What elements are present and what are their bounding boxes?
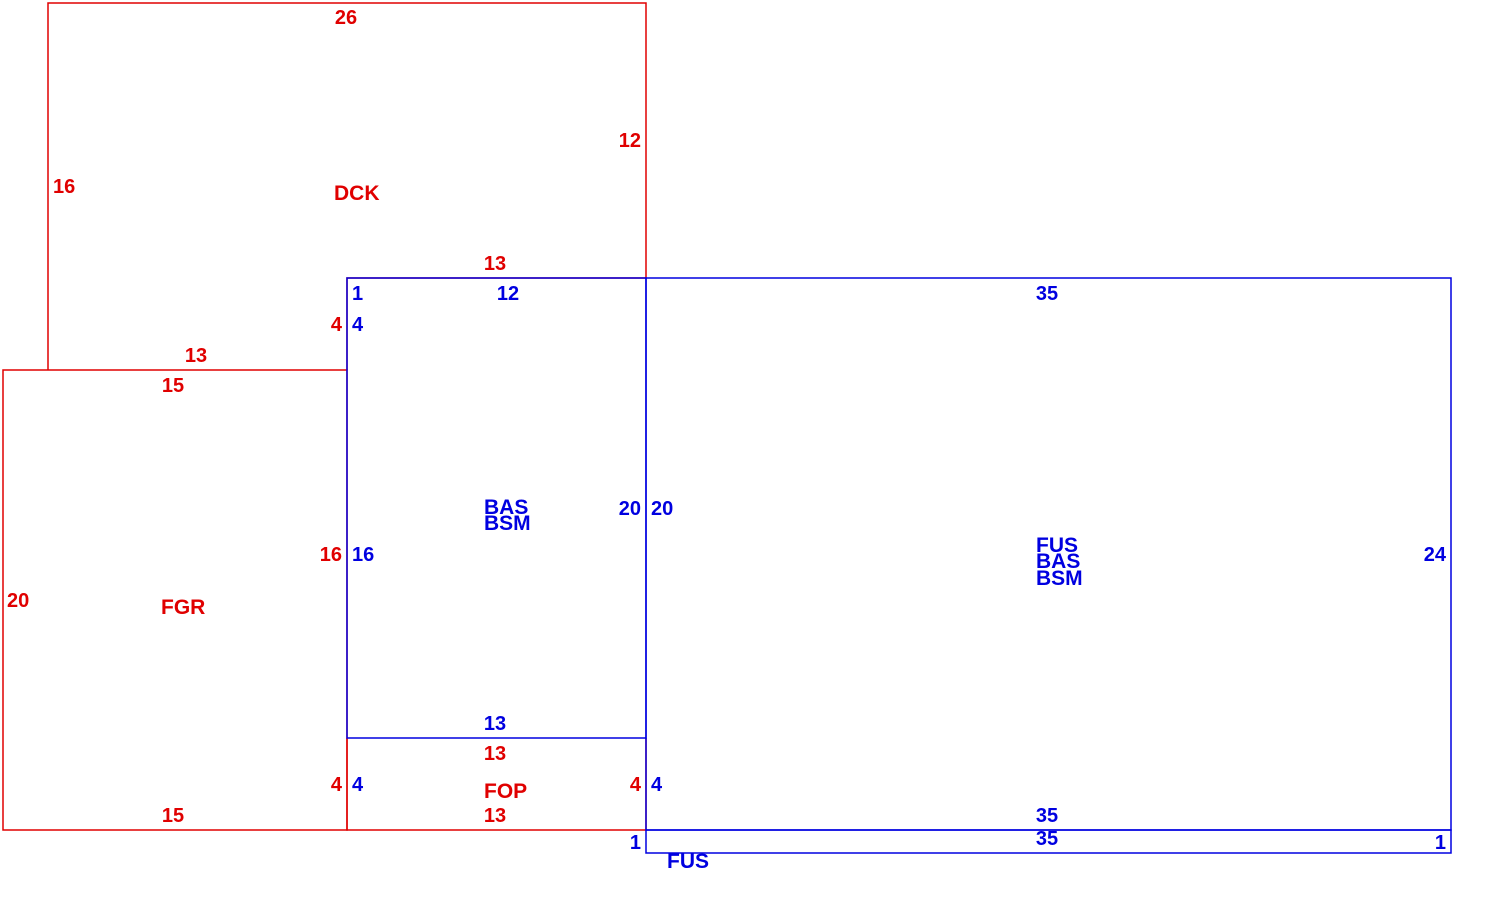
dck-area-label: DCK [334,182,380,205]
fgr-top-dimension: 15 [162,375,184,397]
fgr-area-label: FGR [161,596,205,619]
fgr-bottom-dimension: 15 [162,805,184,827]
dck-right-dimension: 12 [619,130,641,152]
bas-left-bottom-dimension: 4 [352,774,364,796]
main-left-bottom-dimension: 4 [651,774,663,796]
bas-left-top-dimension: 4 [352,314,364,336]
dck-bottom-inner-dimension: 13 [484,253,506,275]
fus-top-dimension: 35 [1036,828,1058,850]
bas-top-short-dimension: 1 [352,283,363,305]
bas-bottom-dimension: 13 [484,713,506,735]
dck-top-dimension: 26 [335,7,357,29]
dck-bottom-left-dimension: 13 [185,345,207,367]
fus-strip-outline [645,829,1452,854]
bas-top-dimension: 12 [497,283,519,305]
main-bottom-dimension: 35 [1036,805,1058,827]
fgr-left-dimension: 20 [7,590,29,612]
fop-area-label: FOP [484,780,527,803]
bas-right-dimension: 20 [619,498,641,520]
bas-center-area-label: BAS [484,496,528,519]
fgr-step-dimension: 4 [331,774,343,796]
bas-left-dimension: 16 [352,544,374,566]
fus-main-area-label: FUS [1036,534,1078,557]
fop-top-dimension: 13 [484,743,506,765]
fop-right-dimension: 4 [630,774,642,796]
dck-left-dimension: 16 [53,176,75,198]
fus-bottom-area-label: FUS [667,850,709,873]
bas-main-area-label: BAS [1036,550,1080,573]
dck-step-dimension: 4 [331,314,343,336]
bsm-center-area-label: BSM [484,512,531,535]
main-left-dimension: 20 [651,498,673,520]
fop-bottom-dimension: 13 [484,805,506,827]
bsm-main-area-label: BSM [1036,567,1083,590]
fus-left-dimension: 1 [630,832,641,854]
fus-right-dimension: 1 [1435,832,1446,854]
main-right-dimension: 24 [1424,544,1447,566]
fgr-right-dimension: 16 [320,544,342,566]
main-top-dimension: 35 [1036,283,1058,305]
